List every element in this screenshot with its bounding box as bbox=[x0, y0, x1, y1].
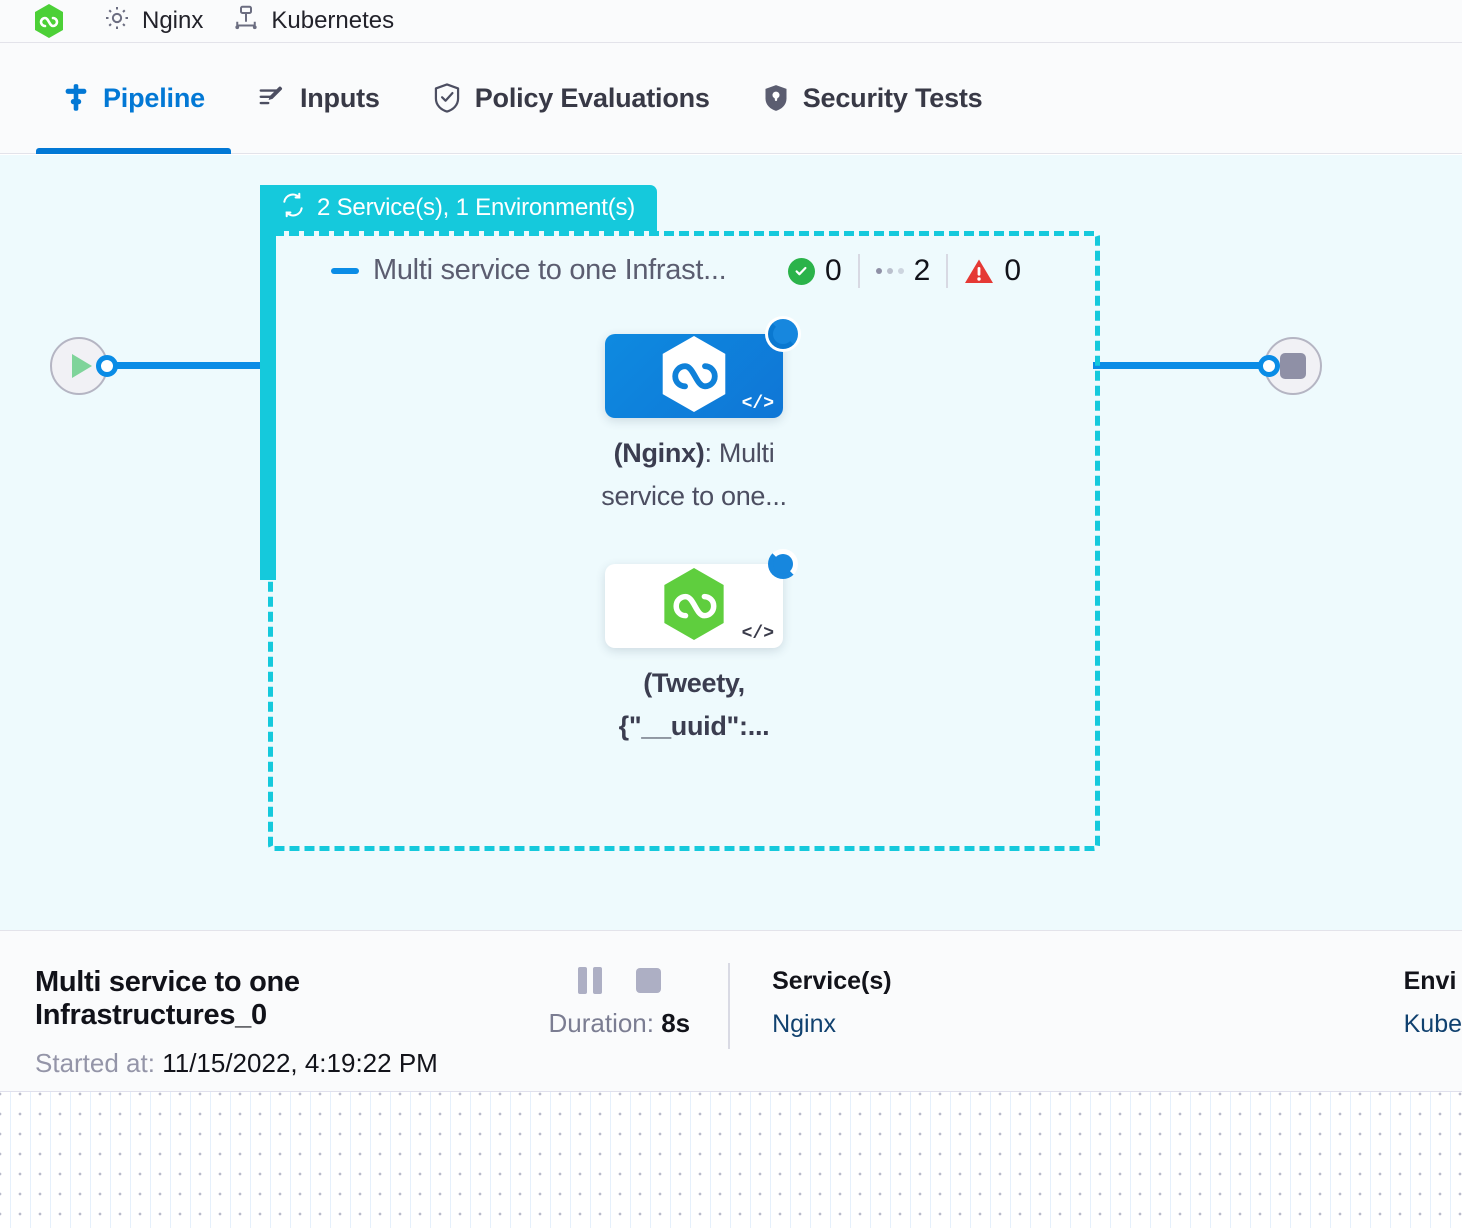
tab-label: Inputs bbox=[299, 82, 380, 113]
shield-lock-icon bbox=[762, 82, 790, 114]
tab-pipeline[interactable]: Pipeline bbox=[36, 42, 231, 154]
step-card[interactable]: </> bbox=[605, 316, 801, 418]
detail-column-services: Service(s) Nginx bbox=[730, 931, 892, 1039]
code-icon: </> bbox=[741, 394, 774, 414]
code-icon: </> bbox=[741, 624, 774, 644]
tab-label: Policy Evaluations bbox=[474, 82, 710, 113]
breadcrumb-strip: Nginx Kubernetes bbox=[0, 0, 1462, 42]
started-at-value: 11/15/2022, 4:19:22 PM bbox=[162, 1048, 438, 1078]
inputs-icon bbox=[257, 83, 287, 113]
status-success: 0 bbox=[772, 254, 858, 288]
collapse-toggle-icon[interactable] bbox=[331, 268, 359, 274]
stop-icon bbox=[1280, 353, 1306, 379]
warning-triangle-icon bbox=[964, 258, 994, 285]
detail-summary: Multi service to one Infrastructures_0 S… bbox=[0, 931, 510, 1079]
edge-group-to-end bbox=[1093, 362, 1263, 369]
ellipsis-icon bbox=[875, 268, 904, 274]
status-running-count: 2 bbox=[913, 254, 931, 287]
end-node-port[interactable] bbox=[1258, 355, 1280, 377]
duration: Duration: 8s bbox=[510, 1008, 728, 1039]
running-spinner-icon bbox=[765, 316, 801, 352]
breadcrumb-item-label: Kubernetes bbox=[271, 7, 395, 34]
column-header: Service(s) bbox=[772, 967, 892, 995]
pipeline-icon bbox=[62, 83, 90, 113]
pause-icon[interactable] bbox=[577, 967, 602, 994]
column-header: Envi bbox=[1403, 967, 1457, 995]
step-label-line2: service to one... bbox=[601, 481, 787, 511]
running-spinner-icon bbox=[765, 546, 801, 582]
detail-column-environments: Envi Kube bbox=[1362, 931, 1462, 1039]
stage-group-container[interactable]: Multi service to one Infrast... 0 2 bbox=[268, 231, 1100, 851]
status-error-count: 0 bbox=[1004, 254, 1021, 287]
harness-hexagon-icon bbox=[662, 567, 726, 645]
environment-link[interactable]: Kube bbox=[1403, 1010, 1462, 1038]
tab-policy-evaluations[interactable]: Policy Evaluations bbox=[406, 42, 736, 154]
status-divider bbox=[857, 254, 860, 288]
shield-check-icon bbox=[432, 82, 462, 114]
start-node-port[interactable] bbox=[96, 355, 118, 377]
page-title: Multi service to one Infrastructures_0 bbox=[35, 966, 300, 1031]
tab-bar: Pipeline Inputs Policy Evaluations bbox=[0, 42, 1462, 154]
status-success-count: 0 bbox=[824, 254, 842, 287]
pipeline-end-node[interactable] bbox=[1264, 337, 1322, 395]
started-at: Started at: 11/15/2022, 4:19:22 PM bbox=[35, 1048, 510, 1079]
harness-hexagon-icon bbox=[34, 4, 64, 38]
step-node-nginx[interactable]: </> (Nginx): Multi service to one... bbox=[601, 316, 819, 518]
step-label-bold: (Nginx) bbox=[613, 438, 705, 468]
step-label-line2: {"__uuid":... bbox=[618, 711, 770, 741]
tab-inputs[interactable]: Inputs bbox=[231, 42, 406, 154]
execution-detail-panel: Multi service to one Infrastructures_0 S… bbox=[0, 930, 1462, 1092]
detail-divider bbox=[728, 963, 731, 1049]
harness-hexagon-icon bbox=[660, 335, 728, 417]
pipeline-canvas[interactable]: 2 Service(s), 1 Environment(s) Multi ser… bbox=[0, 155, 1462, 930]
edge-start-to-group bbox=[110, 362, 270, 369]
play-icon bbox=[71, 354, 92, 378]
breadcrumb-item-harness[interactable] bbox=[0, 4, 88, 38]
execution-controls: Duration: 8s bbox=[510, 931, 728, 1039]
group-badge[interactable]: 2 Service(s), 1 Environment(s) bbox=[260, 185, 658, 231]
breadcrumb-item-nginx[interactable]: Nginx bbox=[88, 3, 217, 40]
step-card[interactable]: </> bbox=[605, 549, 798, 648]
status-running: 2 bbox=[860, 254, 947, 288]
tab-label: Pipeline bbox=[103, 82, 205, 113]
breadcrumb-item-kubernetes[interactable]: Kubernetes bbox=[217, 3, 408, 40]
step-label: (Nginx): Multi service to one... bbox=[569, 432, 819, 518]
gear-icon bbox=[102, 3, 132, 40]
control-buttons bbox=[510, 967, 728, 994]
status-error: 0 bbox=[948, 254, 1037, 288]
breadcrumb-item-label: Nginx bbox=[142, 7, 204, 34]
kubernetes-icon bbox=[231, 3, 261, 40]
service-link[interactable]: Nginx bbox=[772, 1010, 836, 1038]
step-label-rest: : Multi bbox=[704, 438, 775, 468]
step-node-tweety[interactable]: </> (Tweety, {"__uuid":... bbox=[605, 549, 819, 748]
canvas-grid-background bbox=[0, 1092, 1462, 1228]
duration-label: Duration: bbox=[548, 1008, 654, 1038]
check-circle-icon bbox=[787, 257, 815, 285]
loop-repeat-icon bbox=[280, 192, 306, 225]
tab-security-tests[interactable]: Security Tests bbox=[736, 42, 1009, 154]
group-status-counts: 0 2 0 bbox=[772, 254, 1037, 288]
duration-value: 8s bbox=[661, 1008, 691, 1038]
tab-label: Security Tests bbox=[802, 82, 983, 113]
stop-icon[interactable] bbox=[635, 968, 661, 993]
group-title: Multi service to one Infrast... bbox=[373, 254, 727, 286]
step-label: (Tweety, {"__uuid":... bbox=[569, 662, 819, 748]
step-label-bold: (Tweety, bbox=[643, 668, 745, 698]
status-divider bbox=[946, 254, 949, 288]
started-at-label: Started at: bbox=[35, 1048, 155, 1078]
group-badge-label: 2 Service(s), 1 Environment(s) bbox=[317, 194, 636, 221]
